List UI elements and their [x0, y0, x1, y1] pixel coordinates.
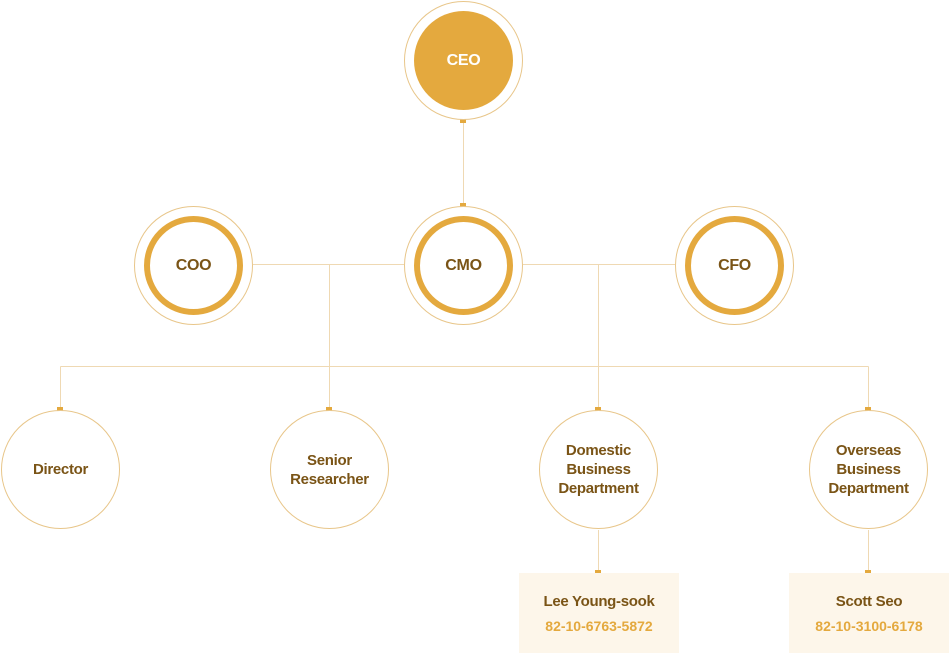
node-cmo-label: CMO — [445, 257, 482, 274]
node-cfo: CFO — [675, 206, 794, 325]
node-director: Director — [1, 410, 120, 529]
node-senior-researcher-label-line1: Senior — [307, 451, 352, 469]
node-overseas-label-line1: Overseas — [835, 442, 902, 459]
node-overseas-label-line3: Department — [828, 480, 909, 497]
node-domestic-label-line2: Business — [566, 461, 631, 478]
node-coo: COO — [134, 206, 253, 325]
node-coo-label: COO — [175, 257, 212, 274]
contact-name-domestic: Lee Young-sook — [543, 592, 655, 610]
node-cmo: CMO — [404, 206, 523, 325]
node-domestic-label-line3: Department — [558, 480, 639, 497]
node-senior-researcher: Senior Researcher — [270, 410, 389, 529]
node-domestic-business-department: Domestic Business Department — [539, 410, 658, 529]
contact-phone-domestic: 82-10-6763-5872 — [545, 617, 653, 634]
node-ceo: CEO — [404, 1, 523, 120]
node-cfo-label: CFO — [718, 257, 751, 274]
node-ceo-label: CEO — [446, 52, 481, 69]
node-overseas-business-department: Overseas Business Department — [809, 410, 928, 529]
node-director-label: Director — [32, 461, 89, 478]
node-senior-researcher-label-line2: Researcher — [290, 470, 369, 488]
contact-name-overseas: Scott Seo — [835, 592, 903, 610]
contact-card-domestic: Lee Young-sook 82-10-6763-5872 — [519, 573, 679, 653]
contact-phone-overseas: 82-10-3100-6178 — [815, 617, 923, 634]
node-domestic-label-line1: Domestic — [565, 442, 632, 459]
contact-card-overseas: Scott Seo 82-10-3100-6178 — [789, 573, 949, 653]
connector-dot — [460, 117, 466, 123]
node-overseas-label-line2: Business — [836, 461, 901, 478]
